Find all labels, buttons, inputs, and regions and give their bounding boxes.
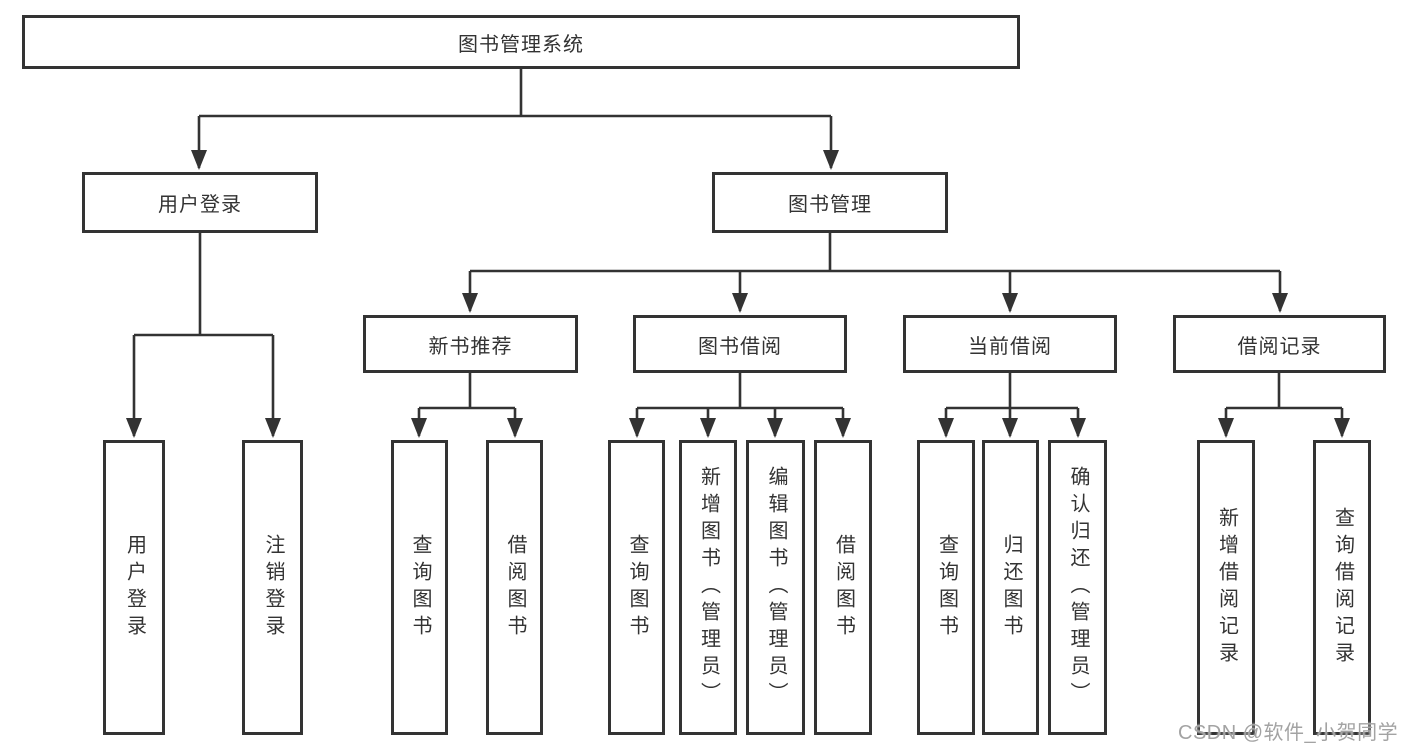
leaf-cb-return-book: 归还图书	[982, 440, 1039, 735]
node-new-book-recommend: 新书推荐	[363, 315, 578, 373]
leaf-user-login-label: 用户登录	[123, 533, 146, 642]
leaf-logout-label: 注销登录	[262, 533, 284, 642]
node-new-book-recommend-label: 新书推荐	[428, 335, 513, 358]
leaf-bb-edit-book-admin: 编辑图书（管理员）	[746, 440, 805, 735]
leaf-bb-borrow-book: 借阅图书	[814, 440, 872, 735]
leaf-nbr-borrow-book: 借阅图书	[486, 440, 543, 735]
leaf-br-query-record-label: 查询借阅记录	[1331, 506, 1354, 669]
leaf-user-login: 用户登录	[103, 440, 165, 735]
leaf-bb-query-book: 查询图书	[608, 440, 665, 735]
node-root-label: 图书管理系统	[458, 33, 584, 56]
leaf-cb-query-book: 查询图书	[917, 440, 975, 735]
leaf-br-add-record: 新增借阅记录	[1197, 440, 1255, 735]
node-current-borrowing-label: 当前借阅	[968, 335, 1052, 358]
leaf-bb-query-book-label: 查询图书	[626, 533, 648, 642]
csdn-watermark: CSDN @软件_小贺同学	[1178, 722, 1399, 744]
leaf-cb-query-book-label: 查询图书	[935, 533, 958, 642]
leaf-cb-return-book-label: 归还图书	[1000, 533, 1022, 642]
node-current-borrowing: 当前借阅	[903, 315, 1117, 373]
node-root-library-system: 图书管理系统	[22, 15, 1020, 69]
node-book-management-label: 图书管理	[788, 194, 872, 216]
node-book-borrowing-label: 图书借阅	[698, 335, 782, 358]
node-borrowing-records: 借阅记录	[1173, 315, 1386, 373]
node-book-borrowing: 图书借阅	[633, 315, 847, 373]
leaf-logout: 注销登录	[242, 440, 303, 735]
node-user-login-label: 用户登录	[158, 194, 242, 216]
leaf-cb-confirm-return-admin-label: 确认归还（管理员）	[1067, 466, 1089, 709]
leaf-bb-add-book-admin: 新增图书（管理员）	[679, 440, 737, 735]
leaf-bb-add-book-admin-label: 新增图书（管理员）	[697, 466, 720, 709]
node-user-login: 用户登录	[82, 172, 318, 233]
node-borrowing-records-label: 借阅记录	[1237, 335, 1322, 358]
leaf-bb-borrow-book-label: 借阅图书	[832, 533, 855, 642]
leaf-br-add-record-label: 新增借阅记录	[1215, 506, 1238, 669]
node-book-management: 图书管理	[712, 172, 948, 233]
leaf-nbr-borrow-book-label: 借阅图书	[504, 533, 526, 642]
leaf-nbr-query-book-label: 查询图书	[409, 533, 431, 642]
leaf-br-query-record: 查询借阅记录	[1313, 440, 1371, 735]
leaf-bb-edit-book-admin-label: 编辑图书（管理员）	[765, 466, 787, 709]
leaf-cb-confirm-return-admin: 确认归还（管理员）	[1048, 440, 1107, 735]
leaf-nbr-query-book: 查询图书	[391, 440, 448, 735]
